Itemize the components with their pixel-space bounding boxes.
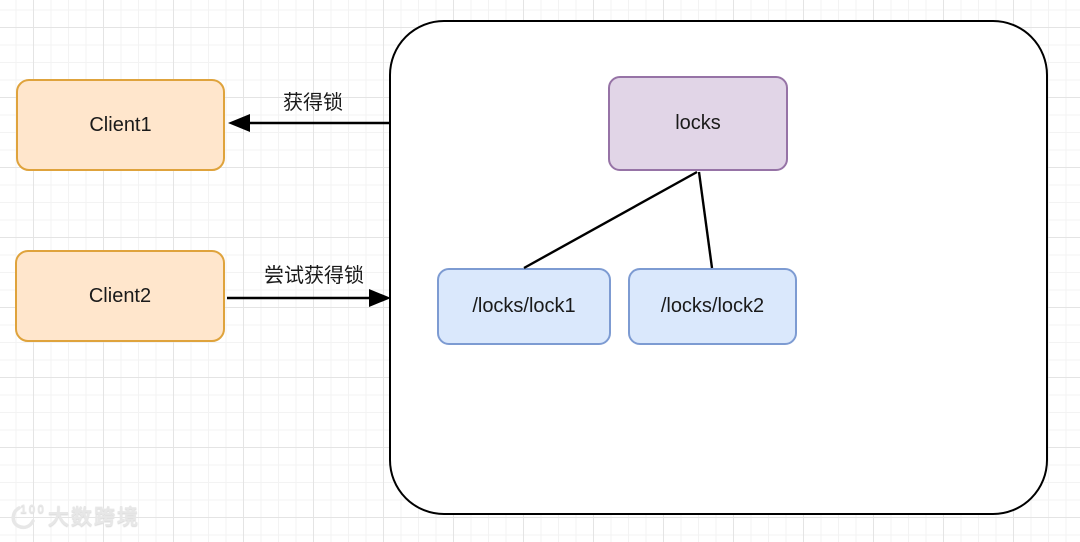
locks-root-label: locks xyxy=(675,112,721,134)
lock2-node: /locks/lock2 xyxy=(628,268,797,345)
locks-root-node: locks xyxy=(608,76,788,171)
lock1-label: /locks/lock1 xyxy=(472,295,576,317)
watermark: 100 大数跨境 xyxy=(8,501,140,531)
lock1-node: /locks/lock1 xyxy=(437,268,611,345)
try-acquire-lock-arrow xyxy=(227,289,391,307)
try-acquire-lock-arrow-label: 尝试获得锁 xyxy=(264,265,364,287)
client2-node: Client2 xyxy=(15,250,225,342)
client2-label: Client2 xyxy=(88,284,152,307)
watermark-logo-text: 100 xyxy=(20,502,44,516)
acquire-lock-arrow-label: 获得锁 xyxy=(283,92,343,114)
lock2-label: /locks/lock2 xyxy=(660,295,765,317)
watermark-logo-icon: 100 xyxy=(11,502,44,530)
client1-node: Client1 xyxy=(16,79,225,171)
client1-label: Client1 xyxy=(89,113,152,136)
watermark-text: 大数跨境 xyxy=(48,506,140,529)
acquire-lock-arrow xyxy=(228,114,389,132)
